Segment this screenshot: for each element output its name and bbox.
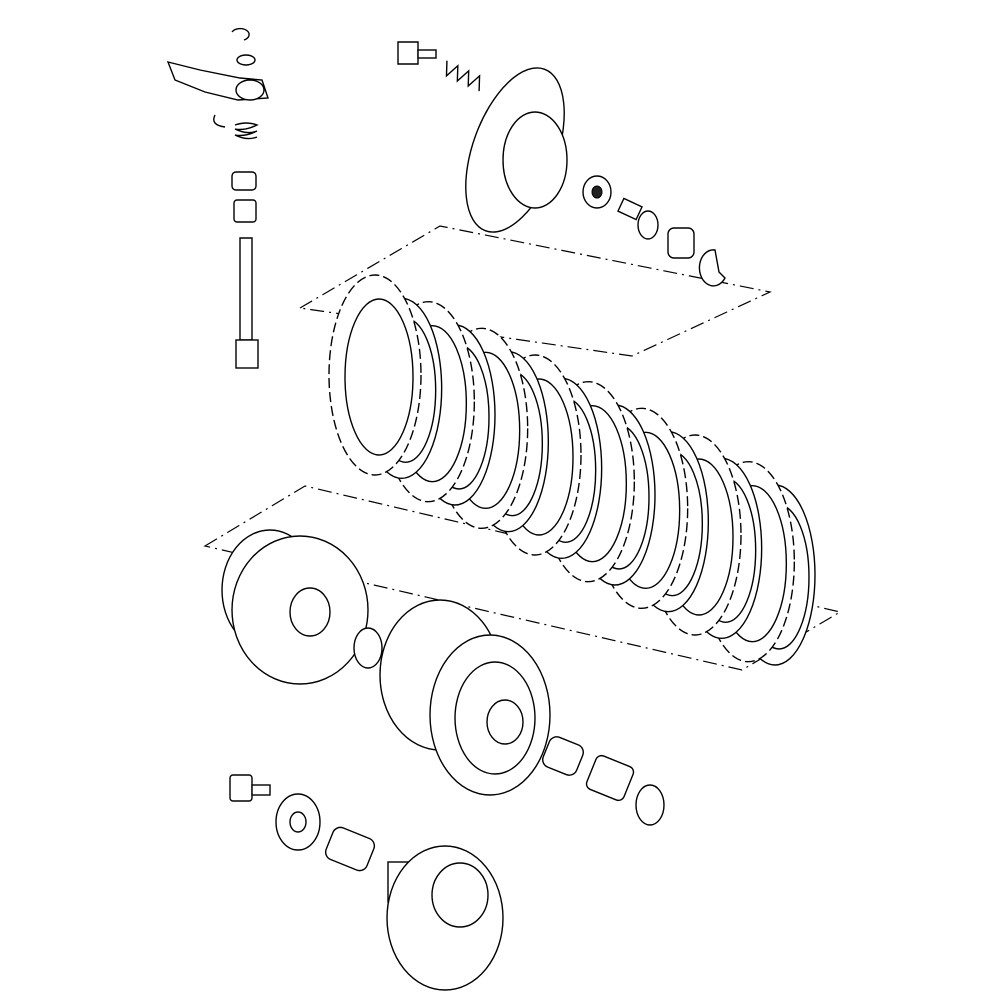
plate-group-outline-top <box>298 225 772 357</box>
thrust-washer <box>353 627 383 669</box>
oil-seal <box>231 171 257 191</box>
cap <box>637 210 659 240</box>
release-shaft-assembly <box>166 27 269 369</box>
clutch-basket <box>379 599 551 796</box>
lock-washer <box>698 249 726 287</box>
clutch-plates <box>328 274 816 666</box>
friction-plate <box>328 274 422 476</box>
pressure-plate-hub <box>502 111 568 209</box>
bushing <box>233 199 257 223</box>
needle-bearing <box>585 754 635 802</box>
circlip <box>231 27 250 41</box>
release-shaft <box>239 237 253 341</box>
primary-driven-gear <box>221 529 369 685</box>
gear-hub <box>289 587 331 637</box>
pushrod-piece <box>617 197 643 221</box>
gear-sleeve <box>324 826 376 872</box>
washer <box>236 54 256 66</box>
nut <box>667 227 695 259</box>
clutch-spring <box>445 60 481 92</box>
lever-boss <box>235 79 265 101</box>
plate-group-outline-bottom <box>203 485 842 671</box>
rear-drum-hub <box>431 862 489 928</box>
gear-bolt-shank <box>251 784 271 796</box>
bolt-shank <box>417 49 437 59</box>
basket-hub-gear <box>486 699 524 745</box>
gear-bolt <box>229 774 253 802</box>
bolt-head <box>397 41 419 65</box>
spacer-sleeve <box>542 736 584 776</box>
washer-lower <box>635 784 665 826</box>
return-spring <box>213 114 259 140</box>
plate-inner-edge <box>344 298 414 456</box>
shaft-gear <box>235 339 259 369</box>
bottom-parts <box>229 774 504 991</box>
pressure-plate-group <box>397 41 726 287</box>
